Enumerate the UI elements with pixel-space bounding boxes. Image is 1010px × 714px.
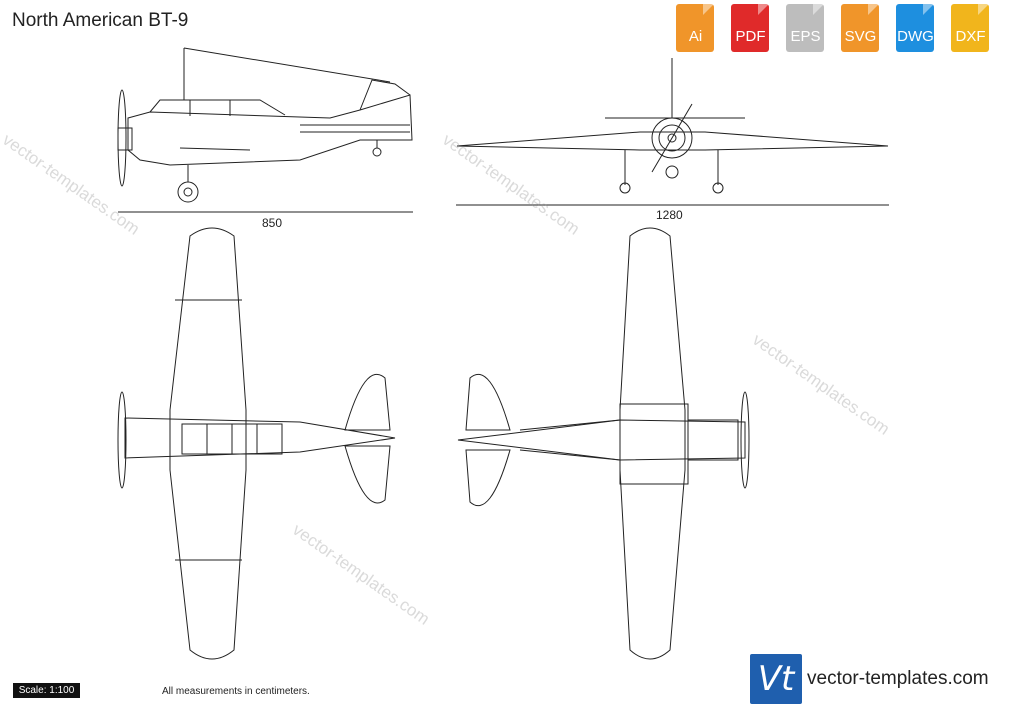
measurement-note: All measurements in centimeters. bbox=[162, 686, 310, 697]
format-pdf-button[interactable]: PDF bbox=[727, 4, 774, 52]
front-view bbox=[456, 58, 889, 206]
page-title: North American BT-9 bbox=[12, 10, 189, 31]
format-svg-button[interactable]: SVG bbox=[837, 4, 884, 52]
wingspan-dimension: 1280 bbox=[656, 208, 683, 222]
brand-name[interactable]: vector-templates.com bbox=[807, 668, 989, 689]
length-dimension: 850 bbox=[262, 216, 283, 230]
top-view bbox=[117, 227, 396, 660]
brand-logo[interactable]: Vt bbox=[750, 654, 802, 704]
format-dwg-button[interactable]: DWG bbox=[892, 4, 939, 52]
format-dwg-label: DWG bbox=[897, 28, 934, 45]
format-dxf-label: DXF bbox=[955, 28, 986, 45]
format-eps-button[interactable]: EPS bbox=[782, 4, 829, 52]
format-dxf-button[interactable]: DXF bbox=[947, 4, 994, 52]
format-ai-label: Ai bbox=[688, 28, 703, 45]
bottom-view bbox=[457, 227, 750, 660]
format-eps-label: EPS bbox=[790, 28, 821, 45]
side-view bbox=[117, 47, 413, 213]
scale-badge: Scale: 1:100 bbox=[13, 683, 80, 698]
format-svg-label: SVG bbox=[844, 28, 877, 45]
format-buttons: Ai PDF EPS SVG DWG DXF bbox=[672, 4, 994, 52]
format-pdf-label: PDF bbox=[735, 28, 766, 45]
format-ai-button[interactable]: Ai bbox=[672, 4, 719, 52]
